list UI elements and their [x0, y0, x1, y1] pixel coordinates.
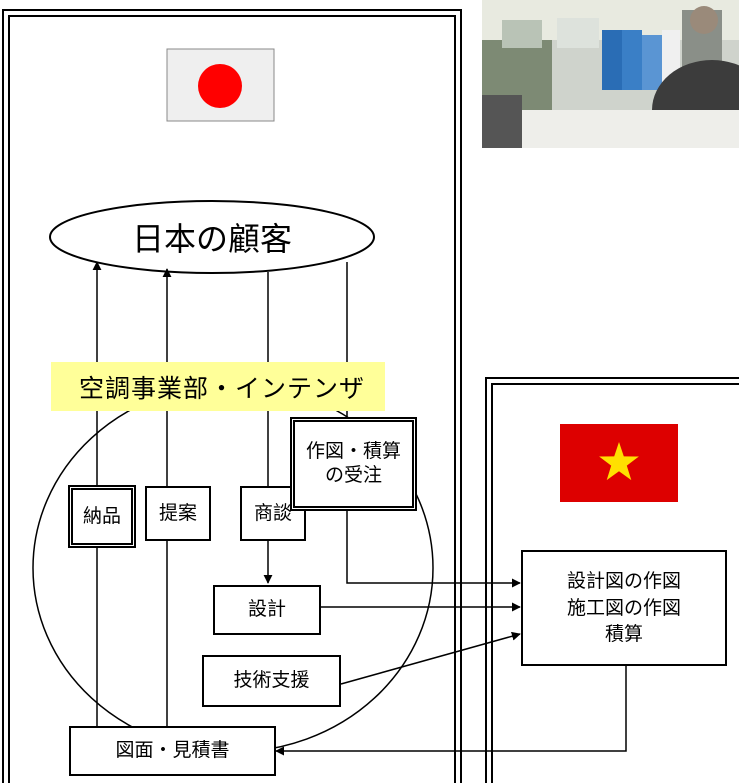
negotiation-label: 商談 [253, 501, 292, 524]
proposal-box: 提案 [145, 486, 211, 541]
vietnam-work-box: 設計図の作図 施工図の作図 積算 [521, 550, 727, 666]
department-label: 空調事業部・インテンザ [79, 373, 366, 403]
arrow-support-to-vietnam [340, 631, 521, 685]
vietnam-flag [560, 424, 678, 502]
delivery-box: 納品 [68, 485, 136, 548]
design-label: 設計 [247, 598, 286, 621]
vietnam-work-label: 設計図の作図 施工図の作図 積算 [566, 570, 681, 646]
japan-frame [2, 9, 462, 783]
proposal-label: 提案 [158, 501, 197, 524]
drawings-estimate-box: 図面・見積書 [69, 726, 276, 776]
customer-label: 日本の顧客 [131, 220, 292, 258]
office-photo [482, 0, 739, 148]
delivery-label: 納品 [82, 504, 121, 527]
department-banner: 空調事業部・インテンザ [51, 362, 385, 411]
tech-support-label: 技術支援 [233, 669, 310, 692]
tech-support-box: 技術支援 [202, 655, 341, 707]
design-box: 設計 [213, 585, 321, 635]
drawings-estimate-label: 図面・見積書 [115, 739, 230, 762]
japan-flag [166, 48, 275, 122]
order-label: 作図・積算 の受注 [305, 440, 401, 486]
order-box: 作図・積算 の受注 [290, 417, 417, 511]
arrow-vietnam-to-drawings [275, 666, 627, 756]
customer-ellipse [49, 200, 375, 274]
